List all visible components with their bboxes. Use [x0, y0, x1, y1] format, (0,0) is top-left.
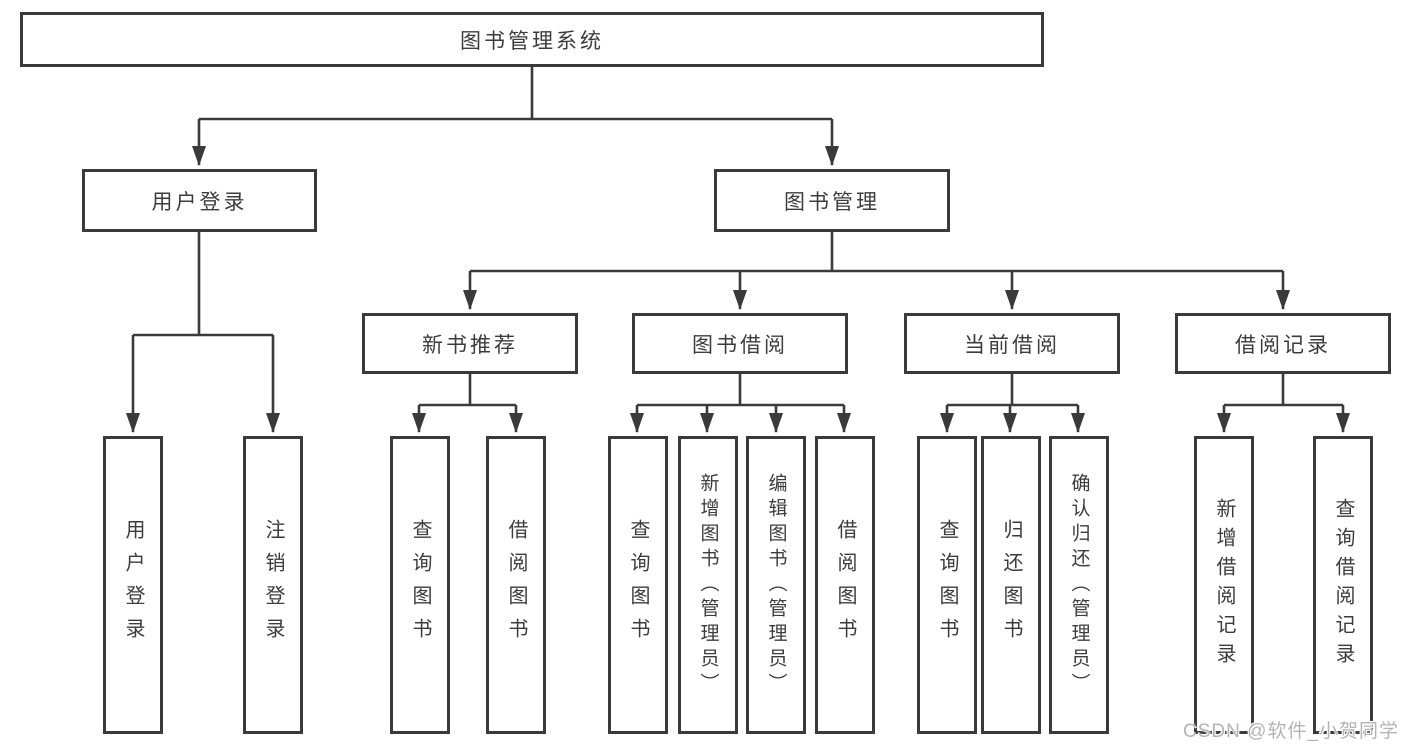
node-root-library-system: 图书管理系统	[20, 12, 1044, 67]
node-book-borrow: 图书借阅	[632, 313, 848, 374]
leaf-confirm-return-admin-label: 确认归还（管理员）	[1068, 472, 1090, 698]
leaf-edit-books-admin: 编辑图书（管理员）	[746, 436, 806, 734]
leaf-current-query-books: 查询图书	[917, 436, 977, 734]
node-new-book-recommend: 新书推荐	[362, 313, 578, 374]
leaf-logout: 注销登录	[243, 436, 303, 734]
leaf-return-books-label: 归还图书	[1000, 519, 1022, 651]
node-user-login-branch-label: 用户登录	[151, 190, 248, 214]
leaf-add-borrow-record: 新增借阅记录	[1194, 436, 1254, 734]
node-current-borrow-label: 当前借阅	[964, 333, 1060, 357]
leaf-borrow-books: 借阅图书	[815, 436, 875, 734]
leaf-return-books: 归还图书	[981, 436, 1041, 734]
leaf-add-books-admin: 新增图书（管理员）	[678, 436, 738, 734]
leaf-query-borrow-record: 查询借阅记录	[1313, 436, 1373, 734]
node-current-borrow: 当前借阅	[904, 313, 1120, 374]
node-book-management-branch: 图书管理	[714, 169, 950, 232]
leaf-borrow-query-books: 查询图书	[608, 436, 668, 734]
leaf-confirm-return-admin: 确认归还（管理员）	[1049, 436, 1109, 734]
node-book-borrow-label: 图书借阅	[692, 333, 788, 357]
node-user-login-branch: 用户登录	[82, 169, 317, 232]
leaf-user-login-label: 用户登录	[122, 519, 144, 651]
node-root-label: 图书管理系统	[460, 29, 604, 53]
leaf-edit-books-admin-label: 编辑图书（管理员）	[765, 472, 787, 698]
node-borrow-records-label: 借阅记录	[1235, 333, 1331, 357]
leaf-user-login: 用户登录	[103, 436, 163, 734]
leaf-recommend-borrow-books-label: 借阅图书	[505, 519, 527, 651]
node-borrow-records: 借阅记录	[1175, 313, 1391, 374]
leaf-query-borrow-record-label: 查询借阅记录	[1332, 498, 1354, 672]
leaf-recommend-query-books-label: 查询图书	[409, 519, 431, 651]
leaf-borrow-query-books-label: 查询图书	[627, 519, 649, 651]
node-new-book-recommend-label: 新书推荐	[422, 333, 518, 357]
leaf-recommend-borrow-books: 借阅图书	[486, 436, 546, 734]
leaf-add-books-admin-label: 新增图书（管理员）	[697, 472, 719, 698]
node-book-management-branch-label: 图书管理	[784, 190, 880, 214]
leaf-current-query-books-label: 查询图书	[936, 519, 958, 651]
leaf-add-borrow-record-label: 新增借阅记录	[1213, 498, 1235, 672]
leaf-recommend-query-books: 查询图书	[390, 436, 450, 734]
leaf-logout-label: 注销登录	[262, 519, 284, 651]
leaf-borrow-books-label: 借阅图书	[834, 519, 856, 651]
csdn-watermark: CSDN @软件_小贺同学	[1183, 721, 1399, 742]
